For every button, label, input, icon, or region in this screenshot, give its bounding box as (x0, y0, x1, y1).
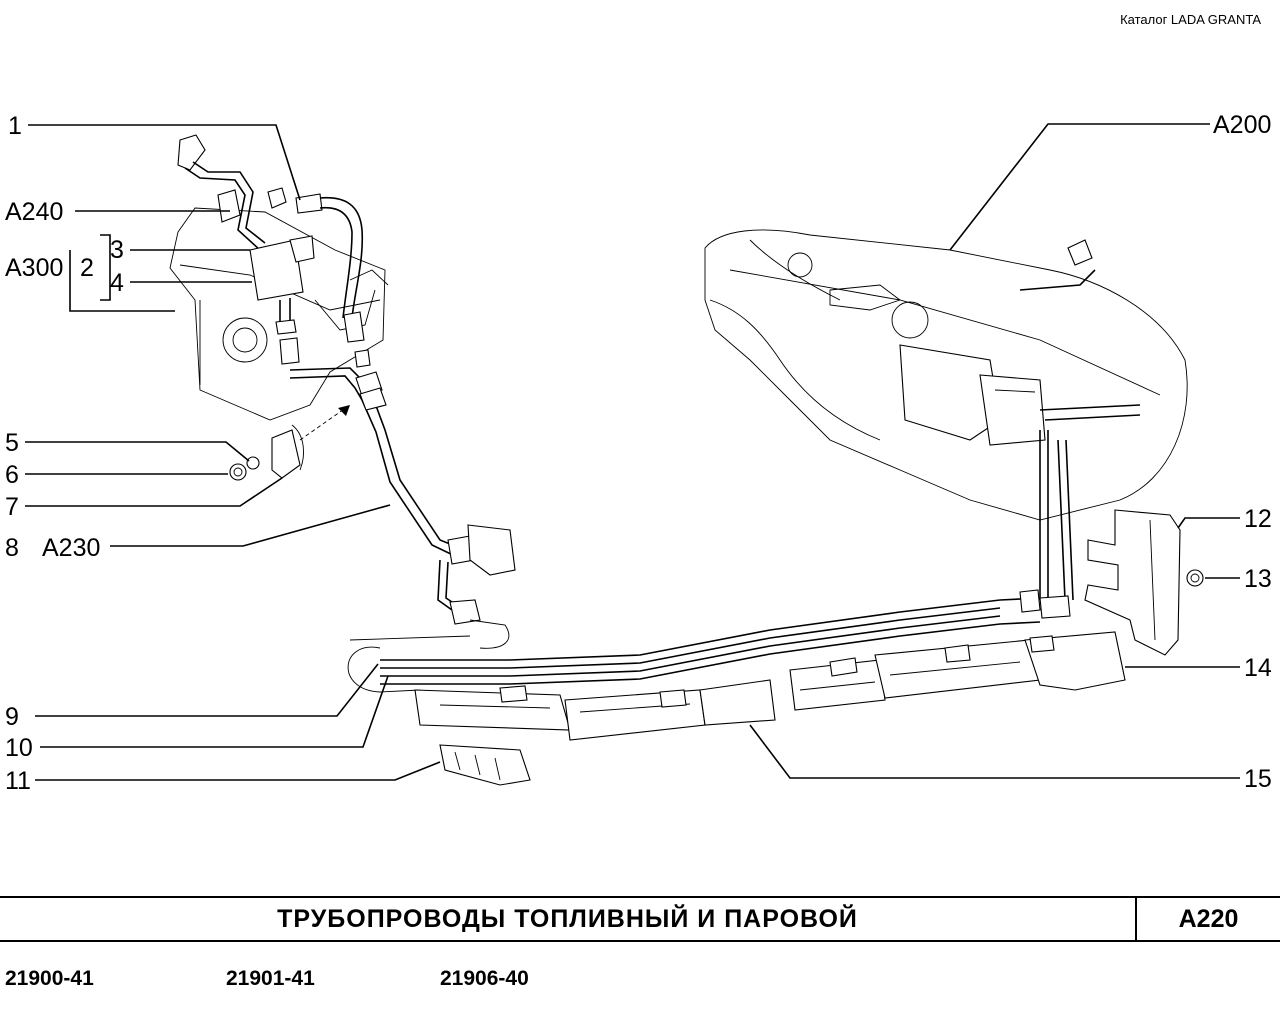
footer-divider (1135, 896, 1137, 942)
catalog-header: Каталог LADA GRANTA (1120, 12, 1261, 27)
callout-6: 6 (5, 461, 19, 489)
clip-and-nut (229, 424, 304, 481)
callout-5: 5 (5, 429, 19, 457)
bracket-and-nut (1084, 509, 1204, 656)
leader-lines (25, 123, 1240, 781)
fuel-tank (704, 229, 1188, 619)
fuel-line-front (289, 349, 516, 625)
model-number: 21901-41 (226, 967, 315, 990)
fuel-hose-upper (177, 134, 365, 365)
model-number: 21906-40 (440, 967, 529, 990)
model-number: 21900-41 (5, 967, 94, 990)
footer-rule-bottom (0, 940, 1280, 942)
callout-2: 2 (80, 254, 94, 282)
clip-block (439, 744, 531, 786)
callout-10: 10 (5, 734, 33, 762)
callout-a240: A240 (5, 198, 63, 226)
callout-13: 13 (1244, 565, 1272, 593)
callout-a230: A230 (42, 534, 100, 562)
callout-a200: A200 (1213, 111, 1271, 139)
footer-rule-top (0, 896, 1280, 898)
callout-15: 15 (1244, 765, 1272, 793)
callout-12: 12 (1244, 505, 1272, 533)
callout-9: 9 (5, 703, 19, 731)
callout-8: 8 (5, 534, 19, 562)
pipe-holder-strip (414, 631, 1126, 741)
callout-4: 4 (110, 269, 124, 297)
callout-11: 11 (5, 767, 31, 795)
callout-3: 3 (110, 236, 124, 264)
sheet-title: ТРУБОПРОВОДЫ ТОПЛИВНЫЙ И ПАРОВОЙ (277, 905, 858, 933)
callout-a300: A300 (5, 254, 63, 282)
callout-14: 14 (1244, 654, 1272, 682)
callout-7: 7 (5, 493, 19, 521)
callout-1: 1 (8, 112, 22, 140)
sheet-code: A220 (1178, 905, 1239, 933)
underbody-lines (347, 597, 1041, 693)
callout-labels: 1 A200 A240 A300 2 3 4 5 6 7 8 A230 9 10… (5, 111, 1272, 795)
